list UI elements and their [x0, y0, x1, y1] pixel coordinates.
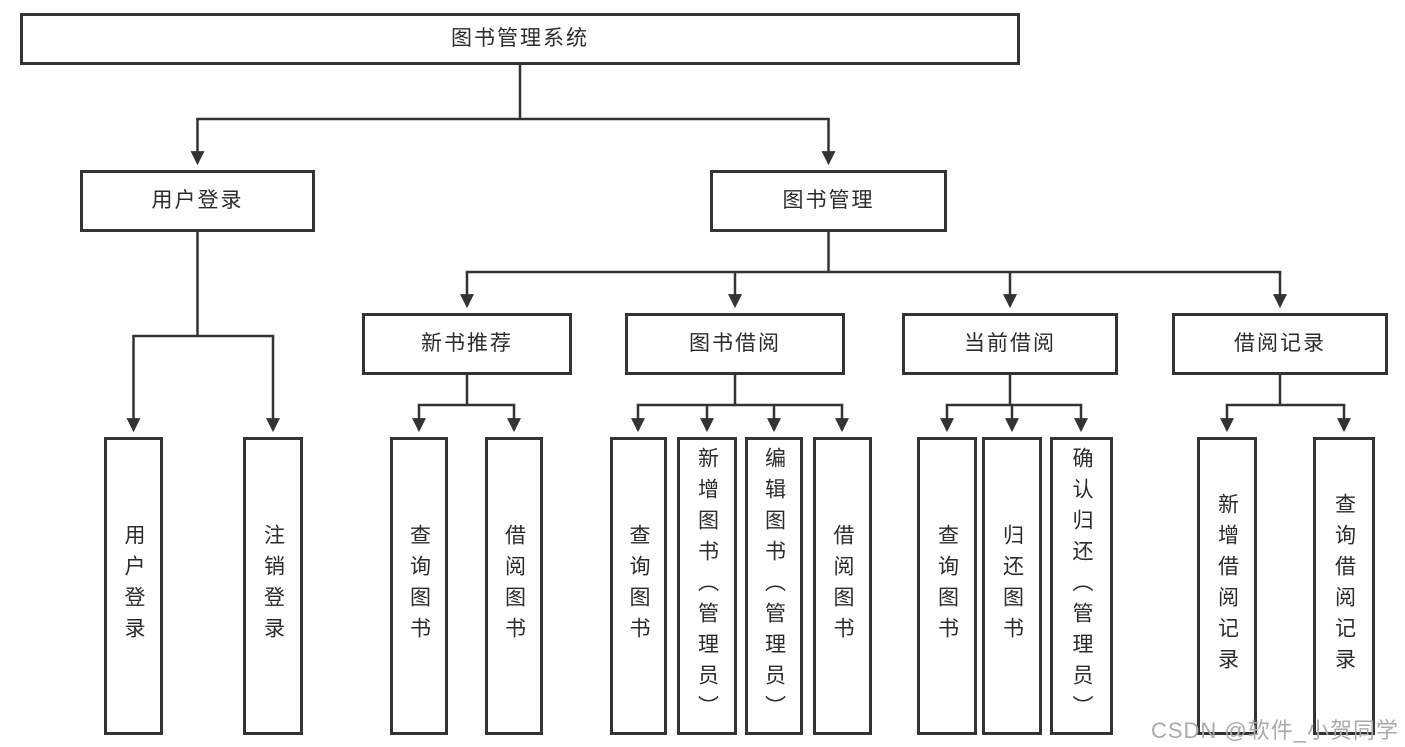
leaf-return-books: 归还图书 — [982, 437, 1042, 735]
node-label: 图书管理 — [782, 189, 875, 213]
node-label: 编辑图书（管理员） — [762, 446, 786, 726]
node-label: 图书管理系统 — [451, 27, 589, 51]
arrows-new-book-leaves — [412, 405, 521, 433]
node-label: 新增借阅记录 — [1215, 493, 1239, 679]
node-borrow-records: 借阅记录 — [1172, 313, 1388, 375]
watermark-text: CSDN @软件_小贺同学 — [1150, 718, 1399, 743]
leaf-edit-books-admin: 编辑图书（管理员） — [745, 437, 803, 735]
leaf-borrow-books-recommend: 借阅图书 — [485, 437, 543, 735]
node-label: 查询图书 — [935, 524, 959, 648]
leaf-query-books-borrow: 查询图书 — [610, 437, 667, 735]
node-book-management: 图书管理 — [710, 170, 947, 232]
node-book-borrow: 图书借阅 — [625, 313, 845, 375]
node-label: 借阅记录 — [1234, 332, 1326, 356]
arrows-root-to-level2 — [190, 119, 836, 166]
leaf-add-books-admin: 新增图书（管理员） — [677, 437, 737, 735]
node-label: 确认归还（管理员） — [1070, 446, 1093, 726]
leaf-confirm-return-admin: 确认归还（管理员） — [1050, 437, 1113, 735]
node-label: 新书推荐 — [421, 332, 513, 356]
node-label: 借阅图书 — [831, 524, 854, 648]
node-label: 用户登录 — [151, 189, 244, 213]
node-label: 查询借阅记录 — [1332, 493, 1356, 679]
node-label: 图书借阅 — [689, 332, 781, 356]
node-new-book-recommend: 新书推荐 — [362, 313, 572, 375]
node-label: 借阅图书 — [502, 524, 526, 648]
leaf-borrow-books: 借阅图书 — [813, 437, 872, 735]
node-label: 用户登录 — [122, 524, 145, 648]
arrows-borrow-records-leaves — [1220, 405, 1351, 433]
node-label: 查询图书 — [627, 524, 650, 648]
leaf-query-books-recommend: 查询图书 — [390, 437, 448, 735]
leaf-user-login: 用户登录 — [104, 437, 163, 735]
connector-rails — [132, 63, 1346, 407]
arrows-current-borrow-leaves — [940, 405, 1088, 433]
arrows-user-login-leaves — [126, 336, 280, 433]
leaf-logout: 注销登录 — [243, 437, 303, 735]
node-label: 归还图书 — [1000, 524, 1024, 648]
node-current-borrow: 当前借阅 — [902, 313, 1118, 375]
node-user-login: 用户登录 — [80, 170, 315, 232]
leaf-query-borrow-record: 查询借阅记录 — [1313, 437, 1375, 735]
arrows-book-management-to-level3 — [460, 272, 1287, 309]
node-label: 注销登录 — [261, 524, 285, 648]
node-label: 查询图书 — [407, 524, 431, 648]
leaf-query-books-current: 查询图书 — [917, 437, 977, 735]
node-label: 新增图书（管理员） — [695, 446, 719, 726]
node-label: 当前借阅 — [964, 332, 1056, 356]
leaf-add-borrow-record: 新增借阅记录 — [1197, 437, 1257, 735]
arrows-book-borrow-leaves — [631, 405, 849, 433]
node-library-management-system: 图书管理系统 — [20, 13, 1020, 65]
